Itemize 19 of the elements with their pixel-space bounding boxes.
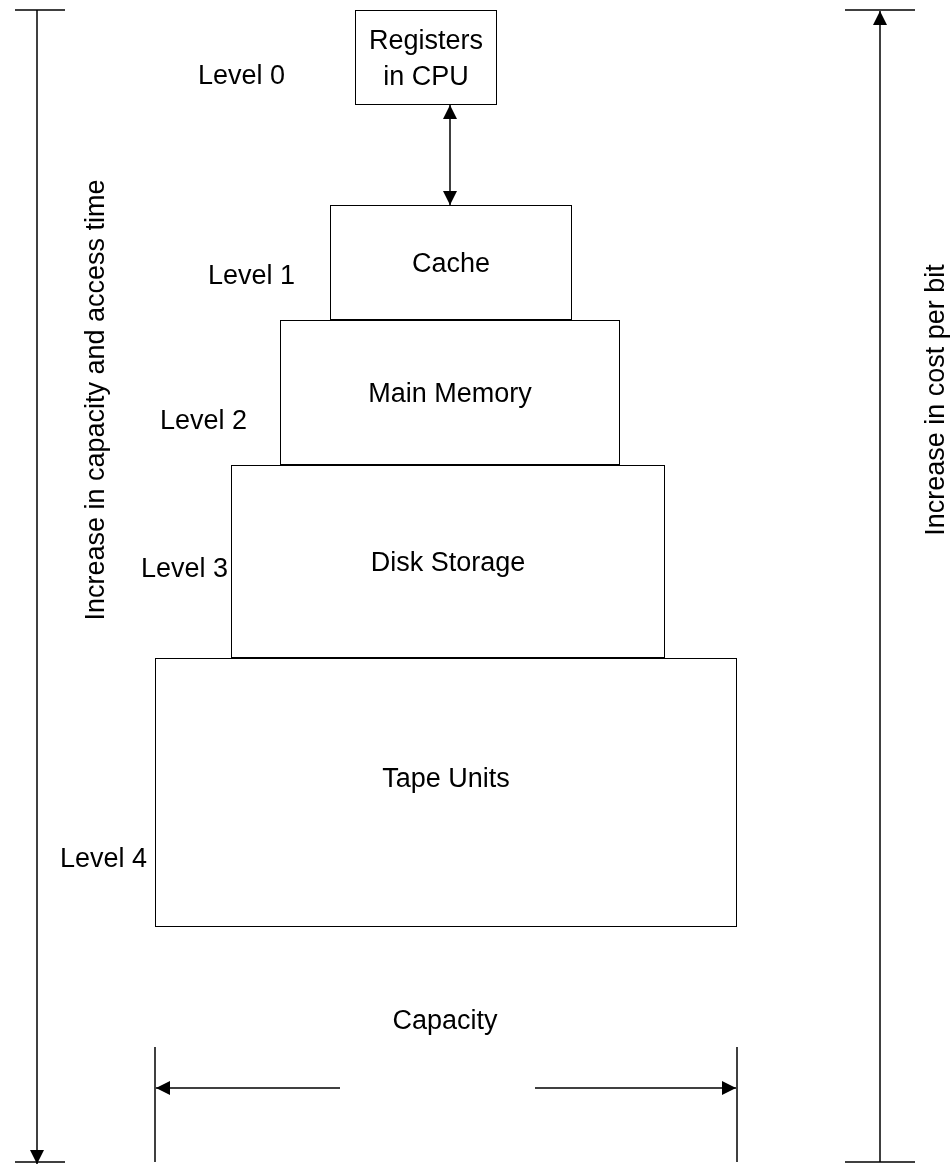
level-box [355, 10, 497, 105]
axis-label: Increase in capacity and access time [79, 179, 111, 621]
level-label: Level 2 [159, 404, 247, 437]
box-label: Registers in CPU [367, 23, 484, 93]
level-box [280, 320, 620, 465]
double-arrow [443, 104, 457, 206]
level-label: Level 4 [59, 842, 147, 875]
level-box [231, 465, 665, 658]
box-label: Tape Units [381, 762, 511, 796]
level-box [155, 658, 737, 927]
axis-label: Increase in cost per bit [919, 264, 951, 536]
dimension-label: Capacity [392, 1004, 498, 1037]
level-label: Level 1 [207, 259, 295, 292]
box-label: Main Memory [367, 376, 533, 410]
level-label: Level 0 [197, 59, 285, 92]
level-label: Level 3 [140, 552, 228, 585]
box-label: Cache [410, 246, 491, 280]
level-box [330, 205, 572, 320]
box-label: Disk Storage [369, 545, 527, 579]
